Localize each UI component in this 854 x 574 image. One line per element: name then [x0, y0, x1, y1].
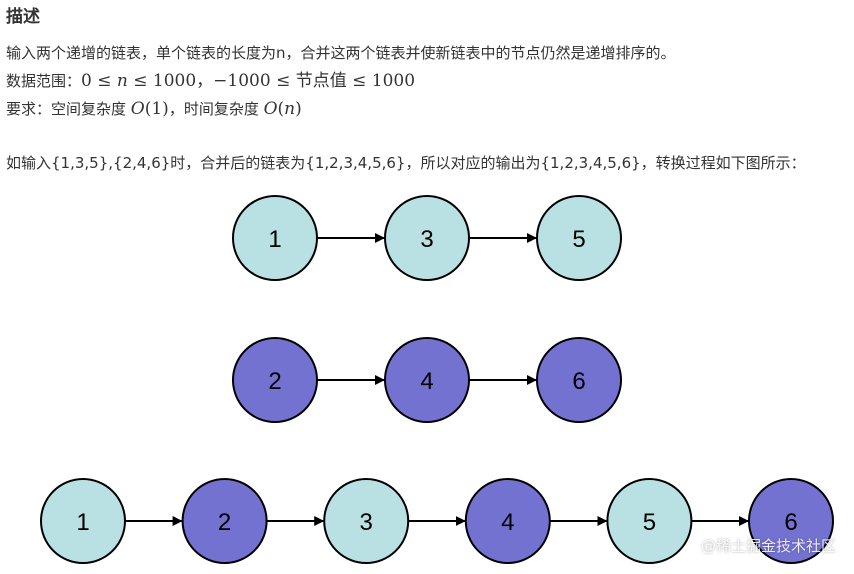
list-a-node-circle	[384, 195, 470, 281]
merged-node-circle	[464, 478, 551, 564]
merged-node-4: 4	[464, 478, 551, 564]
merged-node-label: 6	[784, 509, 797, 536]
merged-node-label: 4	[501, 509, 514, 536]
list-b-node-6: 6	[536, 337, 622, 423]
data-range-label: 数据范围：	[6, 72, 82, 90]
list-a-node-1: 1	[232, 195, 318, 281]
list-b-node-circle	[384, 337, 470, 423]
merged-node-circle	[606, 478, 693, 564]
list-b-node-2: 2	[232, 337, 318, 423]
list-b-node-label: 4	[420, 368, 433, 395]
watermark: @稀土掘金技术社区	[700, 537, 836, 555]
merged-node-5: 5	[606, 478, 693, 564]
space-complexity-math: O(1)	[130, 99, 169, 119]
list-b-node-circle	[536, 337, 622, 423]
data-range-text: 数据范围：0 ≤ n ≤ 1000，−1000 ≤ 节点值 ≤ 1000	[6, 70, 415, 92]
merged-node-label: 2	[218, 509, 231, 536]
list-a-node-label: 5	[572, 226, 585, 253]
list-b-node-label: 6	[572, 368, 585, 395]
merged-node-circle	[181, 478, 268, 564]
merged-node-3: 3	[323, 478, 410, 564]
list-a-node-3: 3	[384, 195, 470, 281]
merged-node-label: 3	[360, 509, 373, 536]
complexity-requirement: 要求：空间复杂度 O(1)，时间复杂度 O(n)	[6, 98, 302, 120]
list-a-node-circle	[232, 195, 318, 281]
list-a-node-circle	[536, 195, 622, 281]
merged-node-1: 1	[40, 478, 126, 564]
list-a-node-label: 1	[268, 226, 281, 253]
list-b-node-circle	[232, 337, 318, 423]
merged-node-circle	[40, 478, 126, 564]
description-text: 输入两个递增的链表，单个链表的长度为n，合并这两个链表并使新链表中的节点仍然是递…	[6, 44, 676, 62]
data-range-math: 0 ≤ n ≤ 1000，−1000 ≤ 节点值 ≤ 1000	[81, 71, 416, 91]
time-complexity-math: O(n)	[263, 99, 302, 119]
list-b-node-label: 2	[268, 368, 281, 395]
list-a-node-5: 5	[536, 195, 622, 281]
section-heading: 描述	[6, 7, 40, 27]
space-complexity-label: 要求：空间复杂度	[6, 100, 131, 118]
merged-node-circle	[323, 478, 410, 564]
list-b-row: 2 4 6	[232, 337, 622, 423]
time-complexity-label: ，时间复杂度	[168, 100, 264, 118]
example-text: 如输入{1,3,5},{2,4,6}时，合并后的链表为{1,2,3,4,5,6}…	[6, 154, 806, 172]
merged-node-label: 1	[76, 509, 89, 536]
merged-node-2: 2	[181, 478, 268, 564]
list-a-node-label: 3	[420, 226, 433, 253]
merged-node-label: 5	[643, 509, 656, 536]
list-b-node-4: 4	[384, 337, 470, 423]
list-a-row: 1 3 5	[232, 195, 622, 281]
